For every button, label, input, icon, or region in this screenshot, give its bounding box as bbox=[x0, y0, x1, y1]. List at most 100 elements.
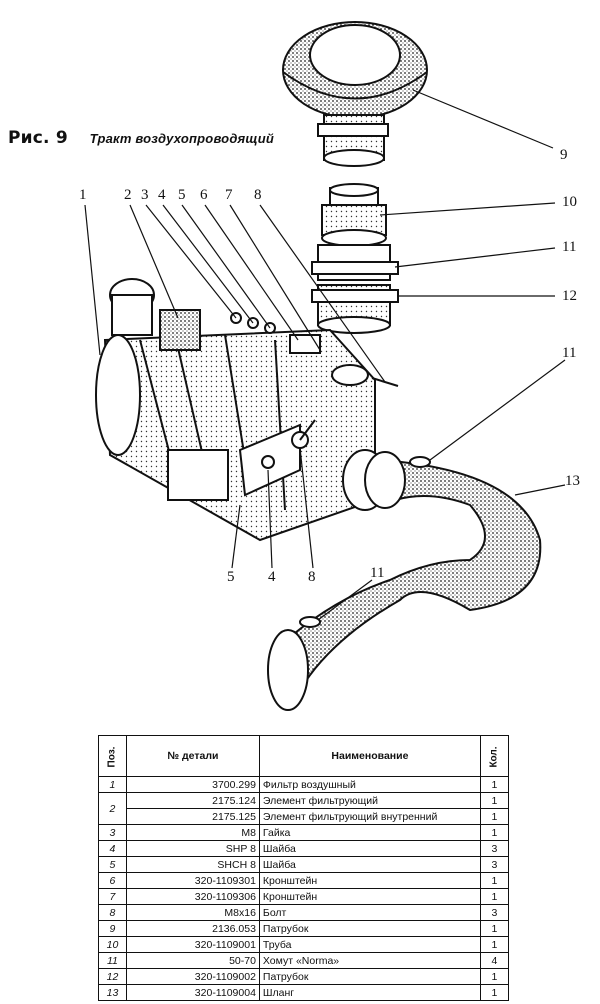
part-10-12-tube-assembly bbox=[311, 183, 399, 334]
callout-5-bottom: 5 bbox=[227, 569, 235, 585]
cell-name: Кронштейн bbox=[258, 888, 481, 905]
cell-name: Труба bbox=[258, 936, 481, 953]
cell-part-no: SHP 8 bbox=[125, 840, 260, 857]
callout-5: 5 bbox=[178, 187, 186, 203]
callout-3: 3 bbox=[141, 187, 149, 203]
cell-pos: 2 bbox=[98, 792, 127, 825]
cell-name: Фильтр воздушный bbox=[258, 776, 481, 793]
callout-4: 4 bbox=[158, 187, 166, 203]
cell-qty: 1 bbox=[479, 920, 510, 937]
callout-11-top: 11 bbox=[562, 239, 577, 255]
cell-name: Элемент фильтрующий внутренний bbox=[258, 808, 481, 825]
cell-part-no: 320-1109002 bbox=[125, 968, 260, 985]
table-row: 2175.125 Элемент фильтрующий внутренний … bbox=[99, 808, 510, 825]
callout-9: 9 bbox=[560, 147, 568, 163]
table-row: 9 2136.053 Патрубок 1 bbox=[98, 920, 510, 937]
cell-part-no: M8 bbox=[125, 824, 260, 841]
cell-pos: 1 bbox=[98, 776, 127, 793]
cell-part-no: M8x16 bbox=[125, 904, 260, 921]
cell-pos: 4 bbox=[98, 840, 127, 857]
cell-name: Шайба bbox=[258, 856, 481, 873]
table-row: 5 SHCH 8 Шайба 3 bbox=[98, 856, 510, 873]
table-row: 6 320-1109301 Кронштейн 1 bbox=[98, 872, 510, 889]
table-row: 8 M8x16 Болт 3 bbox=[98, 904, 510, 921]
cell-pos: 3 bbox=[98, 824, 127, 841]
cell-name: Патрубок bbox=[258, 968, 481, 985]
cell-pos: 11 bbox=[98, 952, 127, 969]
callout-2: 2 bbox=[124, 187, 132, 203]
cell-pos: 12 bbox=[98, 968, 127, 985]
cell-qty: 4 bbox=[479, 952, 510, 969]
table-row: 2 2175.124 Элемент фильтрующий 1 bbox=[98, 792, 510, 825]
cell-name: Кронштейн bbox=[258, 872, 481, 889]
callout-11-bottom: 11 bbox=[370, 565, 385, 581]
cell-name: Шайба bbox=[258, 840, 481, 857]
cell-qty: 1 bbox=[479, 776, 510, 793]
part-1-air-filter bbox=[95, 278, 399, 542]
table-row: 10 320-1109001 Труба 1 bbox=[98, 936, 510, 953]
cell-qty: 1 bbox=[479, 792, 510, 809]
parts-table: Поз. № детали Наименование Кол. 1 3700.2… bbox=[98, 735, 510, 1001]
header-name: Наименование bbox=[258, 735, 481, 777]
cell-pos: 10 bbox=[98, 936, 127, 953]
cell-pos: 9 bbox=[98, 920, 127, 937]
header-pos: Поз. bbox=[98, 735, 127, 777]
callout-11-right: 11 bbox=[562, 345, 577, 361]
cell-qty: 1 bbox=[479, 984, 510, 1001]
callout-7: 7 bbox=[225, 187, 233, 203]
cell-part-no: 2175.125 bbox=[125, 808, 260, 825]
cell-name: Патрубок bbox=[258, 920, 481, 937]
figure-label: Рис. 9 bbox=[8, 128, 68, 148]
cell-pos: 7 bbox=[98, 888, 127, 905]
cell-name: Болт bbox=[258, 904, 481, 921]
table-row: 13 320-1109004 Шланг 1 bbox=[98, 984, 510, 1001]
callout-10: 10 bbox=[562, 194, 577, 210]
cell-name: Хомут «Norma» bbox=[258, 952, 481, 969]
cell-part-no: 320-1109306 bbox=[125, 888, 260, 905]
cell-part-no: 320-1109301 bbox=[125, 872, 260, 889]
exploded-drawing bbox=[84, 21, 566, 711]
cell-pos: 6 bbox=[98, 872, 127, 889]
table-row: 3 M8 Гайка 1 bbox=[98, 824, 510, 841]
table-header-row: Поз. № детали Наименование Кол. bbox=[98, 735, 510, 777]
cell-pos: 8 bbox=[98, 904, 127, 921]
cell-qty: 1 bbox=[479, 872, 510, 889]
header-part-no: № детали bbox=[125, 735, 260, 777]
cell-pos: 13 bbox=[98, 984, 127, 1001]
cell-part-no: 2136.053 bbox=[125, 920, 260, 937]
callout-8-bottom: 8 bbox=[308, 569, 316, 585]
callout-8: 8 bbox=[254, 187, 262, 203]
cell-qty: 3 bbox=[479, 904, 510, 921]
callout-1: 1 bbox=[79, 187, 87, 203]
cell-qty: 1 bbox=[479, 936, 510, 953]
cell-name: Гайка bbox=[258, 824, 481, 841]
cell-pos: 5 bbox=[98, 856, 127, 873]
figure-caption: Рис. 9 Тракт воздухопроводящий bbox=[8, 128, 274, 148]
cell-part-no: SHCH 8 bbox=[125, 856, 260, 873]
table-row: 7 320-1109306 Кронштейн 1 bbox=[98, 888, 510, 905]
callout-6: 6 bbox=[200, 187, 208, 203]
callout-12: 12 bbox=[562, 288, 577, 304]
cell-part-no: 320-1109001 bbox=[125, 936, 260, 953]
table-row: 1 3700.299 Фильтр воздушный 1 bbox=[98, 776, 510, 793]
cell-name: Элемент фильтрующий bbox=[258, 792, 481, 809]
cell-qty: 1 bbox=[479, 968, 510, 985]
cell-qty: 1 bbox=[479, 888, 510, 905]
cell-part-no: 3700.299 bbox=[125, 776, 260, 793]
cell-part-no: 2175.124 bbox=[125, 792, 260, 809]
cell-qty: 1 bbox=[479, 824, 510, 841]
table-row: 4 SHP 8 Шайба 3 bbox=[98, 840, 510, 857]
table-row: 12 320-1109002 Патрубок 1 bbox=[98, 968, 510, 985]
figure-title: Тракт воздухопроводящий bbox=[89, 131, 275, 146]
cell-qty: 3 bbox=[479, 840, 510, 857]
header-qty: Кол. bbox=[479, 735, 510, 777]
part-9-air-intake-cap bbox=[282, 21, 428, 167]
cell-qty: 3 bbox=[479, 856, 510, 873]
cell-part-no: 320-1109004 bbox=[125, 984, 260, 1001]
cell-qty: 1 bbox=[479, 808, 510, 825]
callout-13: 13 bbox=[565, 473, 580, 489]
table-row: 11 50-70 Хомут «Norma» 4 bbox=[98, 952, 510, 969]
cell-part-no: 50-70 bbox=[125, 952, 260, 969]
leader-lines bbox=[84, 89, 566, 621]
cell-name: Шланг bbox=[258, 984, 481, 1001]
